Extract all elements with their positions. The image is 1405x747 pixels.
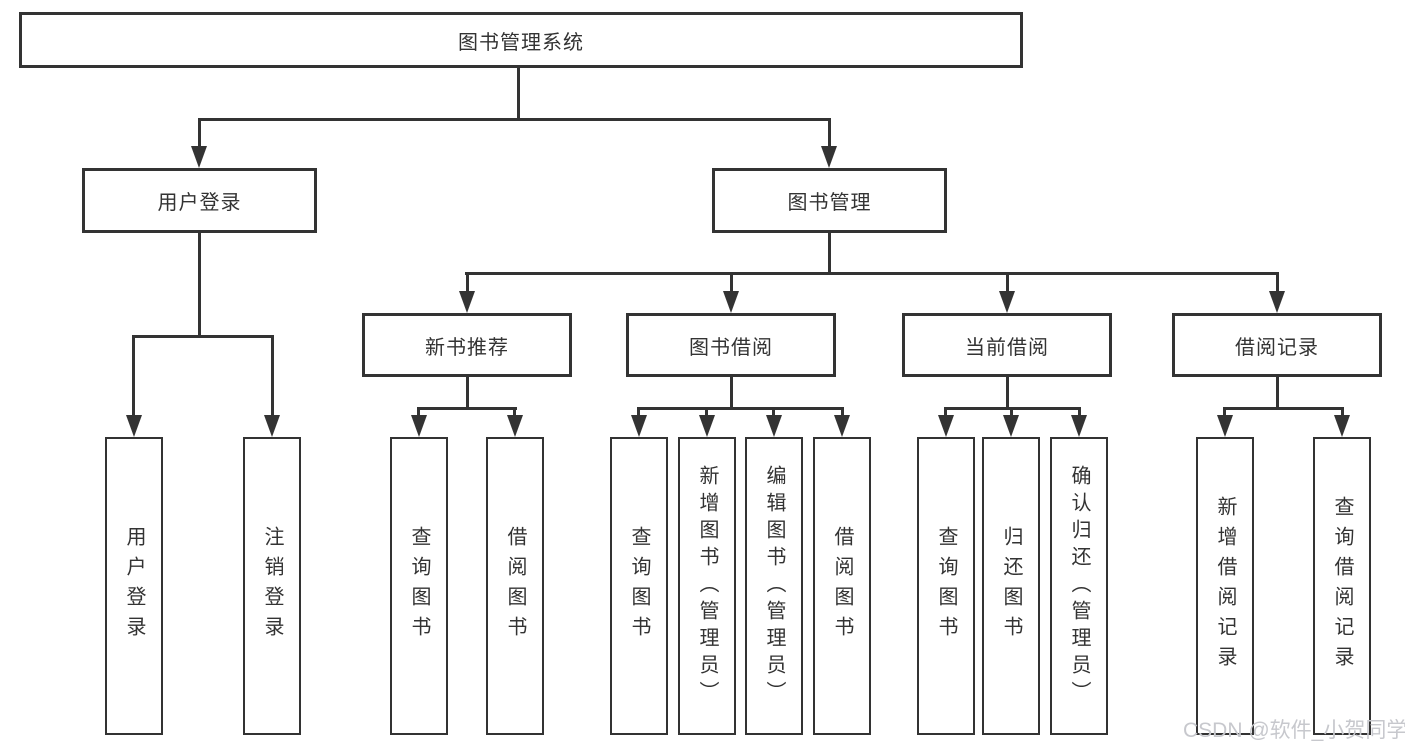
leaf-records-add: 新增借阅记录 — [1196, 437, 1254, 735]
connector-stem — [132, 335, 135, 417]
connector-current-trunk — [1006, 377, 1009, 409]
connector-user-login-bar — [132, 335, 274, 338]
connector-book-mgmt-trunk — [828, 233, 831, 274]
arrowhead-down-icon — [834, 415, 850, 437]
leaf-records-query: 查询借阅记录 — [1313, 437, 1371, 735]
connector-borrowing-bar — [637, 407, 844, 410]
leaf-user-login-label: 用户登录 — [123, 526, 145, 646]
connector-stem — [828, 118, 831, 148]
leaf-borrowing-add-books-label: 新增图书（管理员） — [696, 464, 718, 708]
node-current-borrowing: 当前借阅 — [902, 313, 1112, 377]
node-book-management: 图书管理 — [712, 168, 947, 233]
connector-stem — [730, 272, 733, 293]
leaf-logout: 注销登录 — [243, 437, 301, 735]
leaf-user-login: 用户登录 — [105, 437, 163, 735]
leaf-recommend-borrow-books-label: 借阅图书 — [504, 526, 526, 646]
leaf-borrowing-borrow-books-label: 借阅图书 — [831, 526, 853, 646]
node-book-management-label: 图书管理 — [787, 192, 872, 214]
connector-recommend-trunk — [466, 377, 469, 409]
node-borrowing-records-label: 借阅记录 — [1235, 336, 1319, 359]
connector-level1-bar — [198, 118, 830, 121]
arrowhead-down-icon — [766, 415, 782, 437]
leaf-recommend-query-books: 查询图书 — [390, 437, 448, 735]
node-book-borrowing: 图书借阅 — [626, 313, 836, 377]
arrowhead-down-icon — [1269, 291, 1285, 313]
arrowhead-down-icon — [1217, 415, 1233, 437]
connector-borrowing-trunk — [730, 377, 733, 409]
connector-stem — [1341, 407, 1344, 417]
connector-stem — [1276, 272, 1279, 293]
node-root: 图书管理系统 — [19, 12, 1023, 68]
leaf-borrowing-query-books-label: 查询图书 — [628, 526, 650, 646]
node-user-login: 用户登录 — [82, 168, 317, 233]
connector-stem — [1223, 407, 1226, 417]
node-new-book-recommend-label: 新书推荐 — [425, 336, 509, 359]
connector-stem — [513, 407, 516, 417]
leaf-current-return-books: 归还图书 — [982, 437, 1040, 735]
arrowhead-down-icon — [191, 146, 207, 168]
leaf-current-return-books-label: 归还图书 — [1000, 526, 1022, 646]
connector-records-bar — [1223, 407, 1344, 410]
connector-stem — [271, 335, 274, 417]
leaf-logout-label: 注销登录 — [261, 526, 283, 646]
arrowhead-down-icon — [699, 415, 715, 437]
connector-stem — [944, 407, 947, 417]
connector-stem — [841, 407, 844, 417]
node-book-borrowing-label: 图书借阅 — [689, 336, 773, 359]
arrowhead-down-icon — [723, 291, 739, 313]
connector-stem — [1006, 272, 1009, 293]
node-new-book-recommend: 新书推荐 — [362, 313, 572, 377]
connector-root-trunk — [517, 68, 520, 118]
arrowhead-down-icon — [1003, 415, 1019, 437]
leaf-borrowing-query-books: 查询图书 — [610, 437, 668, 735]
arrowhead-down-icon — [1334, 415, 1350, 437]
arrowhead-down-icon — [938, 415, 954, 437]
leaf-current-confirm-return: 确认归还（管理员） — [1050, 437, 1108, 735]
connector-stem — [772, 407, 775, 417]
arrowhead-down-icon — [1071, 415, 1087, 437]
leaf-recommend-query-books-label: 查询图书 — [408, 526, 430, 646]
arrowhead-down-icon — [126, 415, 142, 437]
connector-level3-bar — [465, 272, 1279, 275]
arrowhead-down-icon — [264, 415, 280, 437]
leaf-current-query-books-label: 查询图书 — [935, 526, 957, 646]
connector-stem — [705, 407, 708, 417]
leaf-current-confirm-return-label: 确认归还（管理员） — [1068, 464, 1090, 708]
arrowhead-down-icon — [459, 291, 475, 313]
arrowhead-down-icon — [821, 146, 837, 168]
connector-user-login-trunk — [198, 233, 201, 337]
connector-stem — [1010, 407, 1013, 417]
node-root-label: 图书管理系统 — [458, 31, 584, 54]
connector-records-trunk — [1276, 377, 1279, 409]
node-current-borrowing-label: 当前借阅 — [965, 336, 1049, 359]
leaf-records-add-label: 新增借阅记录 — [1214, 496, 1236, 676]
connector-stem — [637, 407, 640, 417]
leaf-borrowing-edit-books-label: 编辑图书（管理员） — [763, 464, 785, 708]
node-borrowing-records: 借阅记录 — [1172, 313, 1382, 377]
leaf-recommend-borrow-books: 借阅图书 — [486, 437, 544, 735]
leaf-records-query-label: 查询借阅记录 — [1331, 496, 1353, 676]
arrowhead-down-icon — [631, 415, 647, 437]
connector-recommend-bar — [417, 407, 517, 410]
connector-stem — [198, 118, 201, 148]
arrowhead-down-icon — [999, 291, 1015, 313]
leaf-borrowing-borrow-books: 借阅图书 — [813, 437, 871, 735]
connector-stem — [417, 407, 420, 417]
leaf-borrowing-edit-books: 编辑图书（管理员） — [745, 437, 803, 735]
leaf-borrowing-add-books: 新增图书（管理员） — [678, 437, 736, 735]
connector-stem — [1078, 407, 1081, 417]
node-user-login-label: 用户登录 — [157, 192, 242, 214]
arrowhead-down-icon — [411, 415, 427, 437]
arrowhead-down-icon — [507, 415, 523, 437]
leaf-current-query-books: 查询图书 — [917, 437, 975, 735]
connector-stem — [466, 272, 469, 293]
watermark-text: CSDN @软件_小贺同学 — [1183, 719, 1405, 742]
